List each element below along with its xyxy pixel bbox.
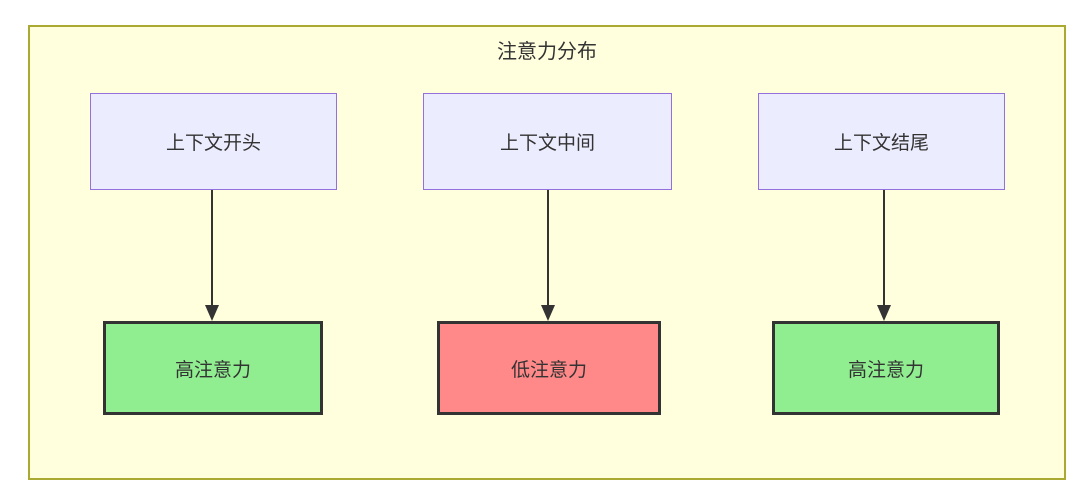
node-context-middle: 上下文中间	[423, 93, 672, 190]
arrow-middle-to-low-icon	[541, 190, 555, 321]
node-high-attention-right: 高注意力	[772, 321, 1000, 415]
node-low-attention: 低注意力	[437, 321, 661, 415]
arrow-end-to-high-icon	[877, 190, 891, 321]
node-high-attention-left: 高注意力	[103, 321, 323, 415]
arrow-start-to-high-icon	[205, 190, 219, 321]
node-context-start: 上下文开头	[90, 93, 337, 190]
node-context-end: 上下文结尾	[758, 93, 1005, 190]
diagram-title: 注意力分布	[497, 41, 597, 63]
attention-distribution-canvas: 注意力分布 上下文开头 上下文中间 上下文结尾 高注意力 低注意力 高注意力	[28, 25, 1066, 480]
